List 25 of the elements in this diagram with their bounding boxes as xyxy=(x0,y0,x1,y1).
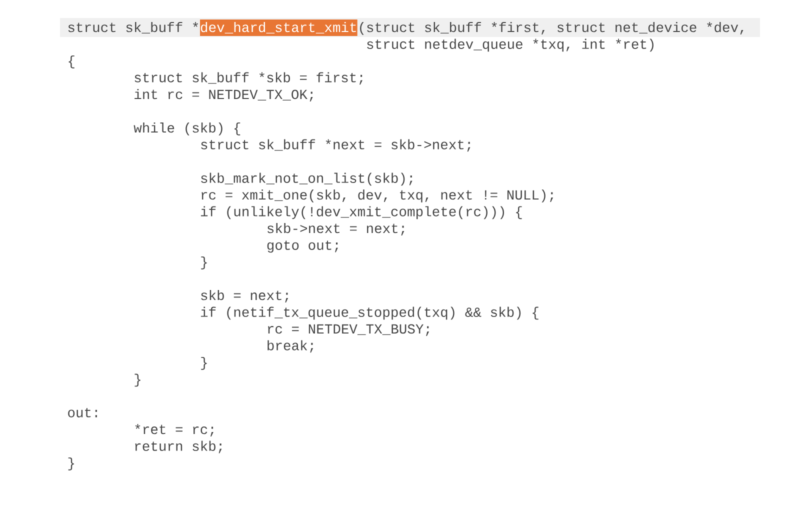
code-line: (struct sk_buff *first, struct net_device *dev, xyxy=(360,22,744,35)
code-line: *ret = rc; xyxy=(135,424,214,436)
code-line: skb = next; xyxy=(201,290,288,302)
code-line: } xyxy=(68,457,74,470)
code-line: out: xyxy=(68,408,97,418)
code-line: if (netif_tx_queue_stopped(txq) && skb) { xyxy=(200,306,538,320)
code-line: { xyxy=(68,56,74,68)
code-line: } xyxy=(134,374,140,387)
code-line: rc = xmit_one(skb, dev, txq, next != NULL); xyxy=(202,190,554,202)
code-line: } xyxy=(201,357,207,370)
code-line: int rc = NETDEV_TX_OK; xyxy=(134,89,313,102)
code-line: skb_mark_not_on_list(skb); xyxy=(201,172,412,186)
code-line: rc = NETDEV_TX_BUSY; xyxy=(268,324,430,336)
code-line: } xyxy=(201,256,207,270)
code-line: struct sk_buff * xyxy=(68,22,198,34)
code-line: struct sk_buff *skb = first; xyxy=(134,72,362,85)
highlighted-function-name: dev_hard_start_xmit xyxy=(200,20,358,36)
code-line: struct sk_buff *next = skb->next; xyxy=(201,139,470,152)
code-line: while (skb) { xyxy=(134,122,240,136)
code-line: struct netdev_queue *txq, int *ret) xyxy=(367,38,654,52)
code-line: return skb; xyxy=(135,440,222,454)
code-line: skb->next = next; xyxy=(268,223,404,236)
code-line: if (unlikely(!dev_xmit_complete(rc))) { xyxy=(200,206,522,220)
code-line: break; xyxy=(268,340,314,353)
code-line: goto out; xyxy=(267,240,338,253)
